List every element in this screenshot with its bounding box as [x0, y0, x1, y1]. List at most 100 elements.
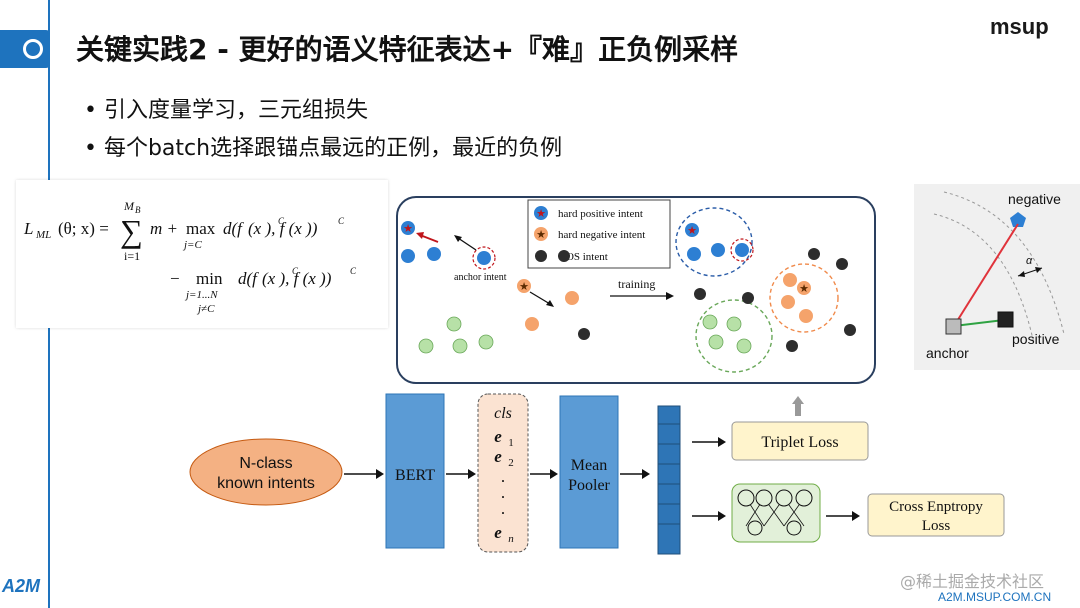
push-arrow [529, 291, 551, 305]
arrow-head-icon [1035, 267, 1042, 273]
oos-point [694, 288, 706, 300]
anchor-point [477, 251, 491, 265]
anchor-highlight [730, 238, 754, 262]
oos-point [578, 328, 590, 340]
alpha-label: α [1026, 255, 1033, 267]
other-class-cluster [695, 299, 773, 373]
anchor-positive-line [953, 319, 1005, 327]
up-arrow-stem [795, 404, 801, 416]
arrow-head-icon [468, 469, 476, 479]
distance-arc [933, 213, 1035, 345]
formula-max-sub: j=C [182, 239, 202, 251]
oos-point [836, 258, 848, 270]
arrow-head-icon [550, 469, 558, 479]
pooler-block [559, 395, 619, 549]
other-class-point [736, 338, 752, 354]
formula-term1: m + [150, 219, 178, 238]
formula-sup-a2: C [292, 266, 299, 276]
up-arrow-icon [792, 396, 804, 404]
e1-sub: 1 [508, 437, 514, 449]
formula-term2: d(f [223, 219, 244, 238]
star-icon: ★ [519, 281, 529, 293]
network-node [795, 489, 813, 507]
formula-sup-n: C [350, 266, 357, 276]
formula-sum-top-sub: B [135, 205, 141, 215]
e2-token: e [494, 447, 502, 466]
arrow-head-icon [852, 511, 860, 521]
star-icon: ★ [403, 223, 413, 235]
negative-point [565, 291, 579, 305]
formula-lhs: L [23, 219, 33, 238]
arrow-head-icon [642, 469, 650, 479]
other-class-point [708, 334, 724, 350]
positive-point [427, 247, 441, 261]
legend-box [527, 199, 671, 269]
en-token: e [494, 523, 502, 542]
arrow-head-icon [718, 437, 726, 447]
negative-label: negative [1008, 191, 1061, 207]
positive-cluster [675, 207, 753, 277]
ellipsis-dot: . [501, 483, 505, 502]
positive-label: positive [1012, 331, 1060, 347]
oos-point [786, 340, 798, 352]
legend-oos-label: OOS intent [558, 251, 608, 263]
cls-token: cls [494, 405, 512, 422]
bert-block [385, 393, 445, 549]
other-class-point [702, 314, 718, 330]
ellipsis-dot: . [501, 467, 505, 486]
network-node [747, 520, 763, 536]
formula-lhs-args: (θ; x) = [58, 219, 109, 238]
formula-min-sub2: j≠C [196, 303, 215, 315]
negative-cluster [769, 263, 839, 333]
formula-max: max [186, 219, 216, 238]
ellipsis-dot: . [501, 499, 505, 518]
input-ellipse [189, 438, 343, 506]
legend-hard-negative-label: hard negative intent [558, 229, 645, 241]
star-icon: ★ [536, 229, 546, 241]
feature-vector [657, 405, 681, 555]
positive-point [711, 243, 725, 257]
negative-point [783, 273, 797, 287]
formula-min-prefix: − [170, 269, 180, 288]
oos-point [558, 250, 570, 262]
legend-oos-marker [535, 250, 547, 262]
formula-term2-rest: (x ), f (x )) [248, 219, 318, 238]
input-label-line2: known intents [217, 475, 315, 492]
hard-positive-point [685, 223, 699, 237]
oos-point [808, 248, 820, 260]
anchor-label: anchor [926, 345, 969, 361]
negative-point [799, 309, 813, 323]
positive-point [401, 249, 415, 263]
embedding-block [477, 393, 529, 553]
arrow-head-icon [1018, 271, 1025, 277]
anchor-negative-line [953, 223, 1019, 327]
arrow-head-icon [376, 469, 384, 479]
positive-point [687, 247, 701, 261]
formula-min-sub1: j=1...N [184, 289, 218, 301]
star-icon: ★ [536, 208, 546, 220]
pooler-label-line1: Mean [571, 457, 607, 474]
hard-positive-point [401, 221, 415, 235]
star-icon: ★ [687, 225, 697, 237]
negative-point [525, 317, 539, 331]
bullet-item: • 引入度量学习，三元组损失 [84, 98, 368, 123]
positive-square-icon [997, 311, 1014, 328]
other-class-point [726, 316, 742, 332]
training-label: training [618, 277, 655, 291]
network-node [775, 489, 793, 507]
model-architecture: N-class known intents BERT cls e 1 e 2 .… [180, 380, 1040, 560]
network-node [786, 520, 802, 536]
en-sub: n [508, 533, 514, 545]
watermark: @稀土掘金技术社区 [900, 572, 1045, 591]
triplet-geometry-panel: negative α anchor positive [914, 184, 1080, 370]
hard-negative-point [517, 279, 531, 293]
anchor-highlight [472, 246, 496, 270]
anchor-label: anchor intent [454, 272, 507, 283]
sampling-diagram: ★ hard positive intent ★ hard negative i… [396, 196, 876, 384]
other-class-point [446, 316, 462, 332]
a2m-logo: A2M [2, 576, 41, 596]
bert-label: BERT [395, 467, 435, 484]
formula-sum-bottom: i=1 [124, 249, 140, 263]
arrow-head-icon [718, 511, 726, 521]
bullet-item: • 每个batch选择跟锚点最远的正例，最近的负例 [84, 136, 563, 161]
